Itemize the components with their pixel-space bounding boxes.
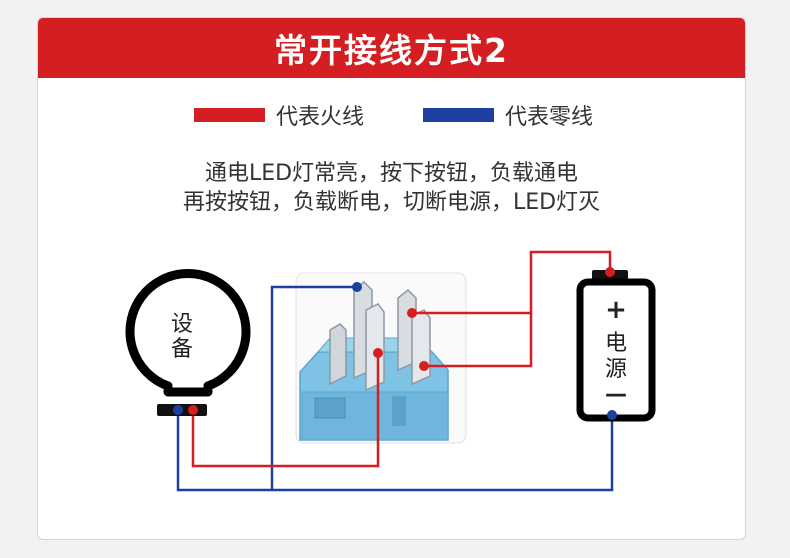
power-plus: + xyxy=(605,295,627,325)
live-wire-top xyxy=(412,250,612,315)
neutral-dot-power xyxy=(607,410,617,420)
live-dot-switch xyxy=(407,308,417,318)
power-label-1: 电 xyxy=(605,331,627,356)
live-dot-led xyxy=(419,361,429,371)
title-banner: 常开接线方式2 xyxy=(38,18,745,78)
live-dot-device xyxy=(188,405,198,415)
device-label-1: 设 xyxy=(171,312,193,337)
legend-live: 代表火线 xyxy=(194,100,364,130)
push-switch-image xyxy=(299,280,449,441)
legend-neutral-label: 代表零线 xyxy=(505,105,594,130)
neutral-wire-swatch xyxy=(423,108,494,122)
description-line-2: 再按按钮，负载断电，切断电源，LED灯灭 xyxy=(182,190,601,215)
connection-dots xyxy=(173,267,617,420)
live-wire-swatch xyxy=(194,108,265,122)
description-line-1: 通电LED灯常亮，按下按钮，负载通电 xyxy=(204,161,579,186)
legend-live-label: 代表火线 xyxy=(276,105,365,130)
neutral-wire-switch xyxy=(270,285,357,490)
device-symbol: 设 备 xyxy=(125,269,251,416)
page-title: 常开接线方式2 xyxy=(274,31,509,70)
live-wire-device xyxy=(191,353,380,468)
live-dot-power xyxy=(605,267,615,277)
device-label-2: 备 xyxy=(171,337,193,362)
power-minus: — xyxy=(605,382,627,407)
neutral-dot-switch xyxy=(352,282,362,292)
neutral-dot-device xyxy=(173,405,183,415)
legend-neutral: 代表零线 xyxy=(423,100,593,130)
power-label-2: 源 xyxy=(605,357,627,382)
power-source-symbol: + 电 源 — xyxy=(576,270,656,422)
neutral-wire-loop xyxy=(176,410,614,492)
live-wire-led xyxy=(424,313,533,368)
neutral-wires xyxy=(176,285,614,492)
live-wires xyxy=(191,250,612,468)
live-dot-switch-load xyxy=(373,348,383,358)
